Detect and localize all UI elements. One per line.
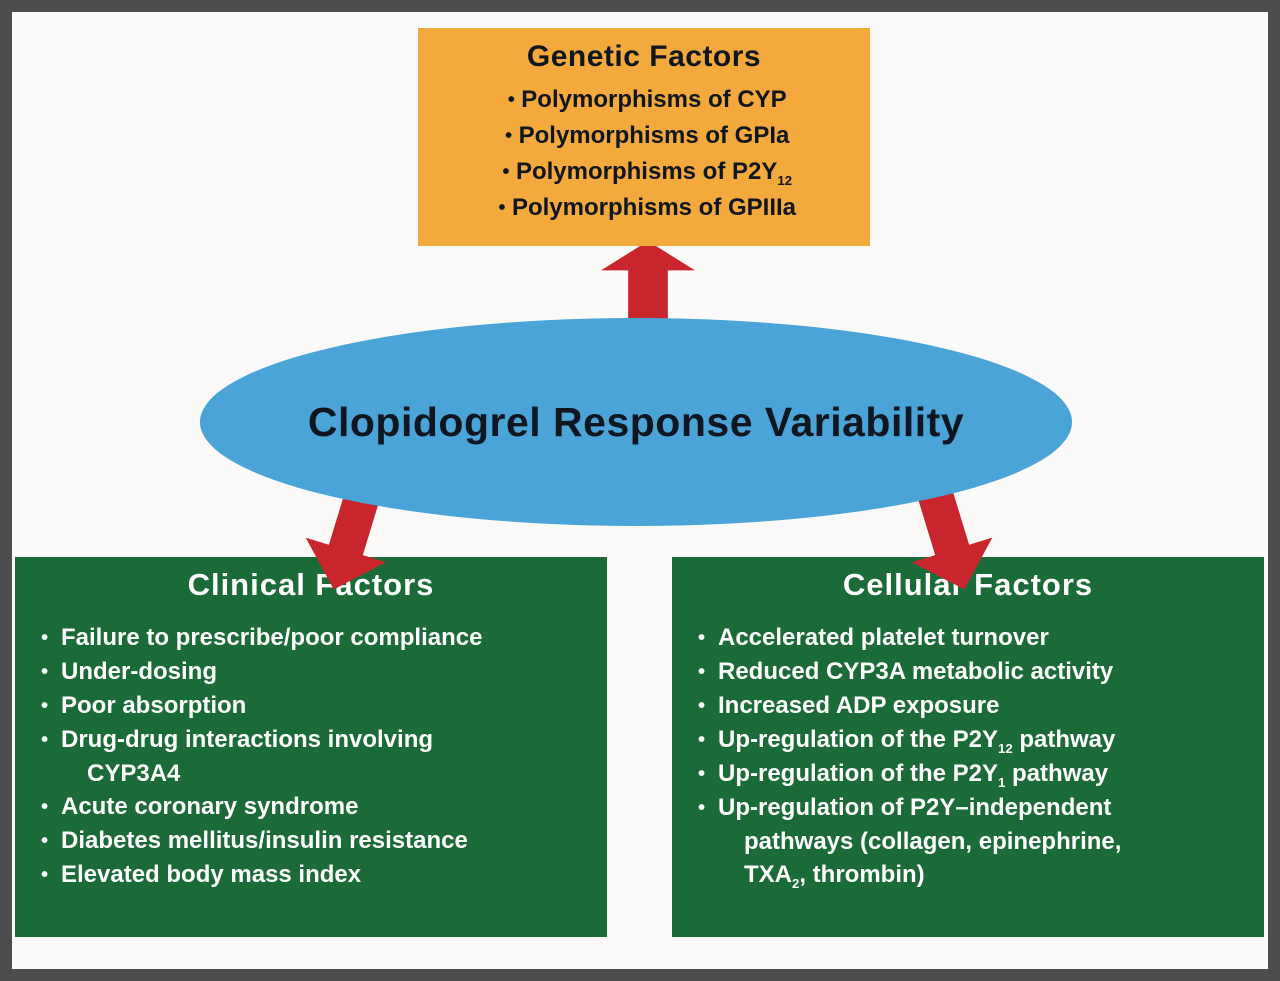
genetic-factors-box: Genetic Factors •Polymorphisms of CYP •P… xyxy=(418,28,870,246)
clinical-item-text: CYP3A4 xyxy=(87,760,181,787)
genetic-item-text: Polymorphisms of P2Y xyxy=(515,158,778,185)
cellular-item-text: Up-regulation of the P2Y xyxy=(718,726,999,753)
bullet-glyph: • xyxy=(505,125,513,147)
bullet-glyph: • xyxy=(698,797,706,819)
bullet-glyph: • xyxy=(502,161,510,183)
genetic-factors-title: Genetic Factors xyxy=(526,40,762,73)
cellular-item-text: pathways (collagen, epinephrine, xyxy=(744,828,1122,855)
clinical-item-continuation: CYP3A4 xyxy=(15,757,607,790)
cellular-item: • Accelerated platelet turnover xyxy=(672,621,1264,655)
bullet-glyph: • xyxy=(698,695,706,717)
subscript-text: 12 xyxy=(998,740,1013,756)
genetic-item: •Polymorphisms of GPIIIa xyxy=(418,190,870,226)
bullet-glyph: • xyxy=(41,796,49,818)
cellular-item: • Increased ADP exposure xyxy=(672,689,1264,723)
cellular-item-text: Reduced CYP3A metabolic activity xyxy=(718,658,1114,685)
clinical-item: • Poor absorption xyxy=(15,689,607,723)
cellular-item: • Up-regulation of the P2Y12 pathway xyxy=(672,723,1264,757)
bullet-glyph: • xyxy=(41,830,49,852)
cellular-item: • Up-regulation of P2Y–independent xyxy=(672,791,1264,825)
clinical-item: • Acute coronary syndrome xyxy=(15,790,607,824)
clinical-factors-box: Clinical Factors • Failure to prescribe/p… xyxy=(15,557,607,937)
clinical-item: • Failure to prescribe/poor compliance xyxy=(15,621,607,655)
cellular-item-post: pathway xyxy=(1005,760,1109,787)
bullet-glyph: • xyxy=(698,729,706,751)
clinical-item-text: Poor absorption xyxy=(61,692,247,719)
genetic-item: •Polymorphisms of GPIa xyxy=(418,118,870,154)
central-ellipse: Clopidogrel Response Variability xyxy=(200,318,1072,526)
bullet-glyph: • xyxy=(41,661,49,683)
cellular-item-post: pathway xyxy=(1012,726,1116,753)
subscript-text: 1 xyxy=(998,774,1006,790)
cellular-item-post: , thrombin) xyxy=(799,861,925,888)
bullet-glyph: • xyxy=(41,729,49,751)
clinical-item: • Under-dosing xyxy=(15,655,607,689)
bullet-glyph: • xyxy=(41,864,49,886)
clinical-item: • Elevated body mass index xyxy=(15,858,607,892)
bullet-glyph: • xyxy=(41,695,49,717)
genetic-item-text: Polymorphisms of GPIIIa xyxy=(511,194,797,221)
subscript-text: 12 xyxy=(777,172,793,188)
bullet-glyph: • xyxy=(498,197,506,219)
cellular-item-continuation: pathways (collagen, epinephrine, xyxy=(672,825,1264,858)
clinical-factors-title: Clinical Factors xyxy=(187,567,435,602)
clinical-item-text: Diabetes mellitus/insulin resistance xyxy=(61,827,468,854)
cellular-item-text: Up-regulation of P2Y–independent xyxy=(718,794,1112,821)
cellular-item: • Reduced CYP3A metabolic activity xyxy=(672,655,1264,689)
cellular-item-text: Up-regulation of the P2Y xyxy=(718,760,999,787)
up-arrow-icon xyxy=(601,241,695,325)
clinical-item-text: Under-dosing xyxy=(61,658,217,685)
bullet-glyph: • xyxy=(698,763,706,785)
down-right-arrow-icon xyxy=(890,464,1005,601)
cellular-item-text: Accelerated platelet turnover xyxy=(718,624,1049,651)
bullet-glyph: • xyxy=(507,89,515,111)
clinical-item-text: Drug-drug interactions involving xyxy=(61,726,434,753)
genetic-item-text: Polymorphisms of CYP xyxy=(521,86,787,113)
clinical-item: • Drug-drug interactions involving xyxy=(15,723,607,757)
cellular-item-continuation: TXA2, thrombin) xyxy=(672,858,1264,891)
clinical-item-text: Elevated body mass index xyxy=(61,861,362,888)
cellular-factors-box: Cellular Factors •Accelerated platelet t… xyxy=(672,557,1264,937)
genetic-item: •Polymorphisms of P2Y12 xyxy=(418,154,870,190)
genetic-item-text: Polymorphisms of GPIa xyxy=(518,122,790,149)
clinical-item: • Diabetes mellitus/insulin resistance xyxy=(15,824,607,858)
clinical-item-text: Failure to prescribe/poor compliance xyxy=(61,624,483,651)
cellular-item-text: TXA xyxy=(744,861,792,888)
subscript-text: 2 xyxy=(792,875,800,891)
genetic-item: • Polymorphisms of CYP xyxy=(418,82,870,118)
clinical-item-text: Acute coronary syndrome xyxy=(61,793,359,820)
bullet-glyph: • xyxy=(41,627,49,649)
cellular-item: • Up-regulation of the P2Y1 pathway xyxy=(672,757,1264,791)
bullet-glyph: • xyxy=(698,627,706,649)
bullet-glyph: • xyxy=(698,661,706,683)
cellular-item-text: Increased ADP exposure xyxy=(718,692,1000,719)
central-ellipse-label: Clopidogrel Response Variability xyxy=(307,398,965,445)
